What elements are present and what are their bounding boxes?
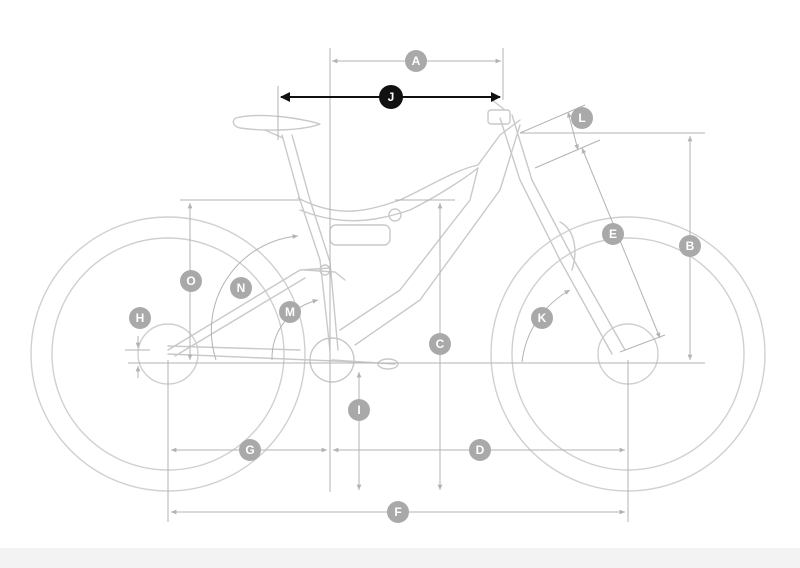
- badge-g-label: G: [245, 443, 254, 457]
- badge-k: K: [531, 307, 553, 329]
- badge-o-label: O: [186, 274, 195, 288]
- badge-j-label: J: [388, 90, 395, 104]
- badge-b: B: [679, 235, 701, 257]
- badge-j: J: [379, 85, 403, 109]
- badge-d: D: [469, 439, 491, 461]
- badge-a-label: A: [412, 54, 421, 68]
- badge-m-label: M: [285, 305, 295, 319]
- geometry-svg: A J L E B K C O N M H I G D F: [30, 48, 766, 523]
- badge-g: G: [239, 439, 261, 461]
- badge-o: O: [180, 270, 202, 292]
- badge-l-label: L: [578, 111, 585, 125]
- dimension-lines: [125, 48, 705, 522]
- badge-f-label: F: [394, 505, 401, 519]
- badge-k-label: K: [538, 311, 547, 325]
- badge-i: I: [348, 399, 370, 421]
- badge-e: E: [602, 223, 624, 245]
- badge-n: N: [230, 277, 252, 299]
- badge-h-label: H: [136, 311, 145, 325]
- badge-c: C: [429, 333, 451, 355]
- badge-m: M: [279, 301, 301, 323]
- badge-a: A: [405, 50, 427, 72]
- badge-d-label: D: [476, 443, 485, 457]
- bike-geometry-diagram: A J L E B K C O N M H I G D F: [30, 48, 766, 523]
- footer-strip: [0, 548, 800, 568]
- badge-e-label: E: [609, 227, 617, 241]
- badge-c-label: C: [436, 337, 445, 351]
- badge-n-label: N: [237, 281, 246, 295]
- bike-frame: [167, 99, 626, 383]
- badge-l: L: [571, 107, 593, 129]
- badge-b-label: B: [686, 239, 695, 253]
- badge-h: H: [129, 307, 151, 329]
- badge-i-label: I: [357, 403, 360, 417]
- badge-f: F: [387, 501, 409, 523]
